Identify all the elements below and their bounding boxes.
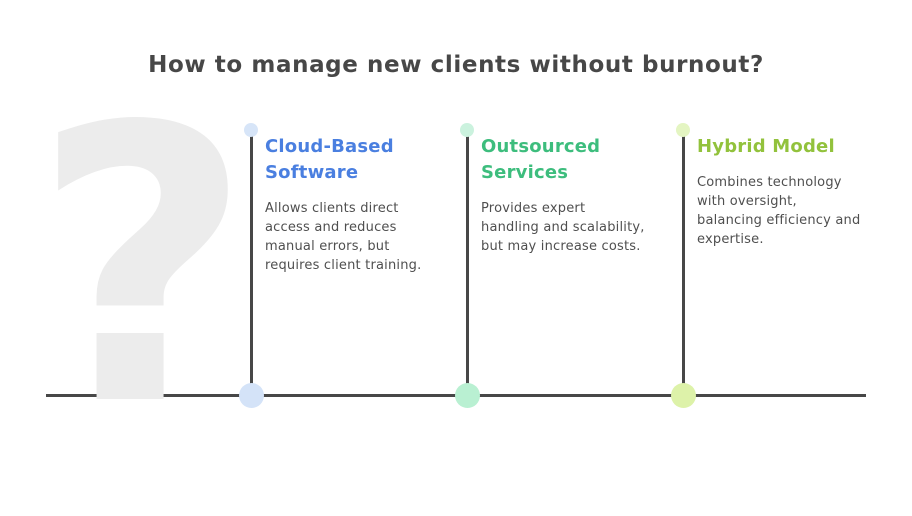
timeline-item-content: Hybrid Model Combines technology with ov… bbox=[697, 134, 862, 249]
item-description: Provides expert handling and scalability… bbox=[481, 201, 645, 254]
item-heading: Outsourced Services bbox=[481, 136, 601, 183]
timeline-node-top-dot bbox=[244, 123, 258, 137]
item-description: Allows clients direct access and reduces… bbox=[265, 201, 422, 273]
timeline-item-content: Cloud-Based Software Allows clients dire… bbox=[265, 134, 430, 275]
timeline-connector-line bbox=[250, 130, 253, 396]
timeline-connector-line bbox=[466, 130, 469, 396]
page-title: How to manage new clients without burnou… bbox=[148, 52, 764, 78]
timeline-node-top-dot bbox=[676, 123, 690, 137]
timeline-node-top-dot bbox=[460, 123, 474, 137]
timeline-item-content: Outsourced Services Provides expert hand… bbox=[481, 134, 646, 256]
timeline-node-bottom-dot bbox=[671, 383, 696, 408]
question-mark-watermark: ? bbox=[32, 46, 253, 489]
timeline-node-bottom-dot bbox=[455, 383, 480, 408]
item-heading: Hybrid Model bbox=[697, 136, 835, 157]
item-heading: Cloud-Based Software bbox=[265, 136, 394, 183]
timeline-connector-line bbox=[682, 130, 685, 396]
item-description: Combines technology with oversight, bala… bbox=[697, 175, 861, 247]
timeline-node-bottom-dot bbox=[239, 383, 264, 408]
